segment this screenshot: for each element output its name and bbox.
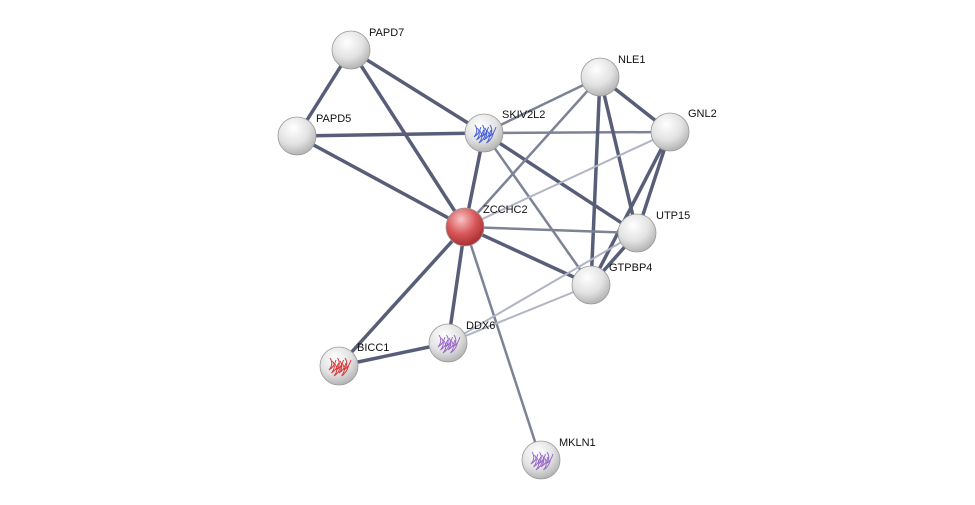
edge-ddx6-utp15[interactable]	[447, 232, 638, 344]
edge-zcchc2-utp15[interactable]	[464, 225, 638, 235]
purple-structure-icon	[437, 334, 461, 354]
edge-skiv2l2-nle1[interactable]	[483, 75, 601, 135]
node-mkln1[interactable]: MKLN1	[521, 437, 596, 480]
node-bicc1[interactable]: BICC1	[319, 342, 389, 386]
node-label: ZCCHC2	[483, 204, 528, 216]
edge-skiv2l2-gtpbp4[interactable]	[482, 132, 593, 286]
node-label: PAPD5	[316, 113, 351, 125]
node-label: SKIV2L2	[502, 109, 545, 121]
node-skiv2l2[interactable]: SKIV2L2	[464, 109, 545, 153]
node-utp15[interactable]: UTP15	[617, 210, 690, 253]
node-label: UTP15	[656, 210, 690, 222]
edge-gnl2-zcchc2[interactable]	[464, 131, 671, 228]
edge-papd7-zcchc2[interactable]	[349, 49, 467, 228]
edge-nle1-zcchc2[interactable]	[464, 76, 601, 228]
node-zcchc2[interactable]: ZCCHC2	[445, 204, 528, 247]
query-node-circle[interactable]	[445, 207, 485, 247]
edge-zcchc2-ddx6[interactable]	[446, 226, 467, 344]
node-ddx6[interactable]: DDX6	[428, 320, 495, 363]
edge-papd5-zcchc2[interactable]	[296, 134, 466, 229]
node-gtpbp4[interactable]: GTPBP4	[571, 262, 652, 305]
node-circle[interactable]	[617, 213, 657, 253]
purple-structure-icon	[530, 451, 554, 471]
edge-zcchc2-bicc1[interactable]	[337, 225, 467, 368]
node-papd7[interactable]: PAPD7	[331, 27, 404, 70]
edge-zcchc2-gtpbp4[interactable]	[464, 225, 592, 287]
node-circle[interactable]	[571, 265, 611, 305]
node-label: DDX6	[466, 320, 495, 332]
edge-gnl2-gtpbp4[interactable]	[589, 131, 672, 286]
node-circle[interactable]	[580, 57, 620, 97]
node-circle[interactable]	[650, 112, 690, 152]
edge-papd5-skiv2l2[interactable]	[296, 131, 485, 138]
node-label: PAPD7	[369, 27, 404, 39]
node-label: GTPBP4	[609, 262, 652, 274]
edge-skiv2l2-gnl2[interactable]	[483, 130, 671, 135]
node-papd5[interactable]: PAPD5	[277, 113, 351, 156]
edge-ddx6-gtpbp4[interactable]	[447, 284, 592, 344]
blue-structure-icon	[473, 124, 497, 144]
red-structure-icon	[328, 357, 352, 377]
node-label: NLE1	[618, 54, 646, 66]
node-circle[interactable]	[277, 116, 317, 156]
node-circle[interactable]	[331, 30, 371, 70]
edge-zcchc2-mkln1[interactable]	[463, 226, 543, 461]
node-gnl2[interactable]: GNL2	[650, 108, 717, 152]
node-nle1[interactable]: NLE1	[580, 54, 646, 97]
node-label: GNL2	[688, 108, 717, 120]
node-label: MKLN1	[559, 437, 596, 449]
edge-nle1-gtpbp4[interactable]	[589, 76, 602, 286]
edge-papd7-skiv2l2[interactable]	[350, 48, 485, 135]
node-label: BICC1	[357, 342, 389, 354]
